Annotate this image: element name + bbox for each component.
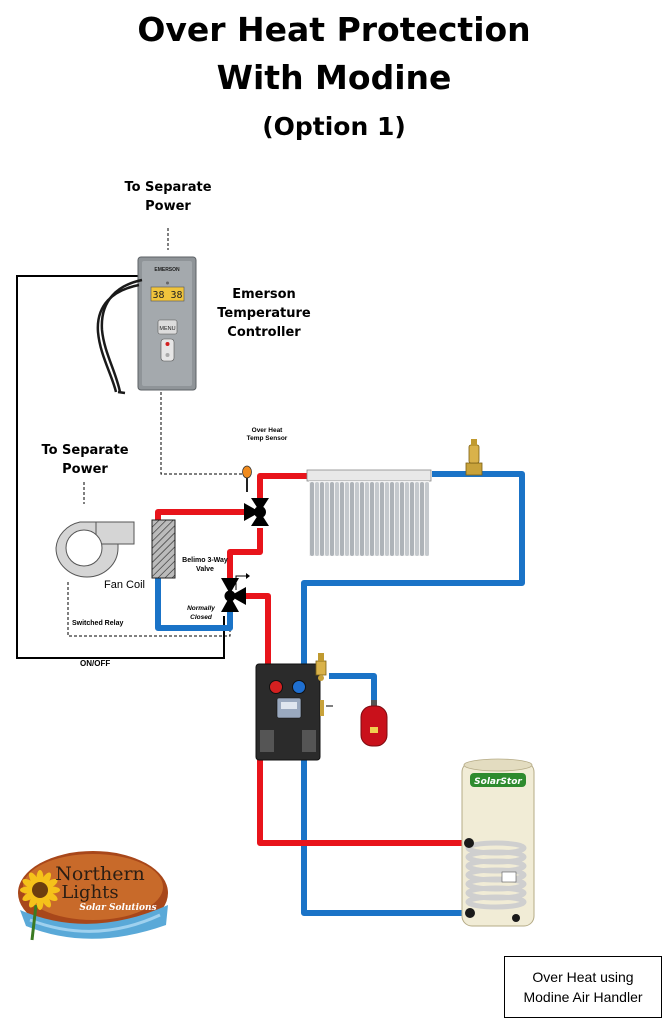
controller-brand: EMERSON [154, 267, 180, 273]
collector-tube [335, 482, 339, 556]
collector-tube [415, 482, 419, 556]
collector-tube [315, 482, 319, 556]
upper-three-way-valve [244, 498, 269, 526]
emerson-label-line-2: Temperature [217, 306, 311, 321]
collector-tube [350, 482, 354, 556]
normally-closed-line-1: Normally [187, 605, 215, 612]
sensor-label-line-2: Temp Sensor [246, 435, 288, 442]
collector-tube [325, 482, 329, 556]
collector-tube [320, 482, 324, 556]
collector-tube [355, 482, 359, 556]
title-option: (Option 1) [262, 112, 406, 141]
collector-tube [400, 482, 404, 556]
northern-lights-logo: Northern Lights Solar Solutions [18, 851, 168, 941]
to-separate-power-top-line-1: To Separate [124, 180, 212, 195]
collector-tube [365, 482, 369, 556]
heat-exchanger-coil [465, 894, 527, 910]
pump-station [255, 663, 333, 761]
hot-pipes [155, 473, 470, 846]
collector-tube [390, 482, 394, 556]
logo-text-2: Lights [61, 882, 118, 903]
fan-coil-grille [151, 519, 176, 579]
control-wire [16, 275, 225, 659]
collector-tube [310, 482, 314, 556]
collector-tube [385, 482, 389, 556]
collector-tube [405, 482, 409, 556]
tank-brand: SolarStor [474, 777, 522, 787]
belimo-label-line-1: Belimo 3-Way [182, 557, 228, 564]
to-separate-power-top-line-2: Power [145, 199, 191, 214]
controller-display: 38 38 [152, 290, 182, 301]
logo-text-3: Solar Solutions [79, 903, 156, 913]
caption-box: Over Heat using Modine Air Handler [504, 956, 662, 1018]
collector-tube [345, 482, 349, 556]
expansion-tank [360, 700, 388, 747]
collector-tube [395, 482, 399, 556]
collector-tube [420, 482, 424, 556]
emerson-label-line-3: Controller [227, 325, 301, 340]
fan-coil-label: Fan Coil [104, 579, 145, 591]
over-heat-sensor [242, 465, 252, 492]
title-line-1: Over Heat Protection [137, 10, 531, 49]
air-vent [465, 439, 483, 476]
belimo-label-line-2: Valve [196, 566, 214, 573]
solar-collector [306, 469, 432, 556]
collector-tube [380, 482, 384, 556]
to-separate-power-left-line-2: Power [62, 462, 108, 477]
collector-tube [375, 482, 379, 556]
fan-coil-blower [55, 521, 135, 578]
collector-tube [410, 482, 414, 556]
on-off-label: ON/OFF [80, 659, 111, 668]
cold-pipes [155, 471, 525, 916]
sensor-label-line-1: Over Heat [251, 427, 283, 434]
collector-tube [340, 482, 344, 556]
storage-tank: SolarStor [461, 758, 535, 927]
logo-text-1: Northern [55, 863, 145, 885]
controller-menu-button: MENU [159, 326, 175, 332]
caption-line-1: Over Heat using [532, 969, 634, 985]
collector-tube [425, 482, 429, 556]
sensor-cable [96, 278, 143, 395]
collector-tube [360, 482, 364, 556]
emerson-label-line-1: Emerson [232, 287, 296, 302]
caption-line-2: Modine Air Handler [523, 989, 643, 1005]
to-separate-power-left-line-1: To Separate [41, 443, 129, 458]
collector-tube [330, 482, 334, 556]
emerson-controller: EMERSON 38 38 MENU [137, 256, 197, 391]
belimo-three-way-valve [221, 573, 250, 612]
collector-tube [370, 482, 374, 556]
relief-valve [315, 653, 327, 681]
normally-closed-line-2: Closed [190, 614, 212, 621]
switched-relay-label: Switched Relay [72, 620, 124, 627]
title-line-2: With Modine [216, 58, 452, 97]
